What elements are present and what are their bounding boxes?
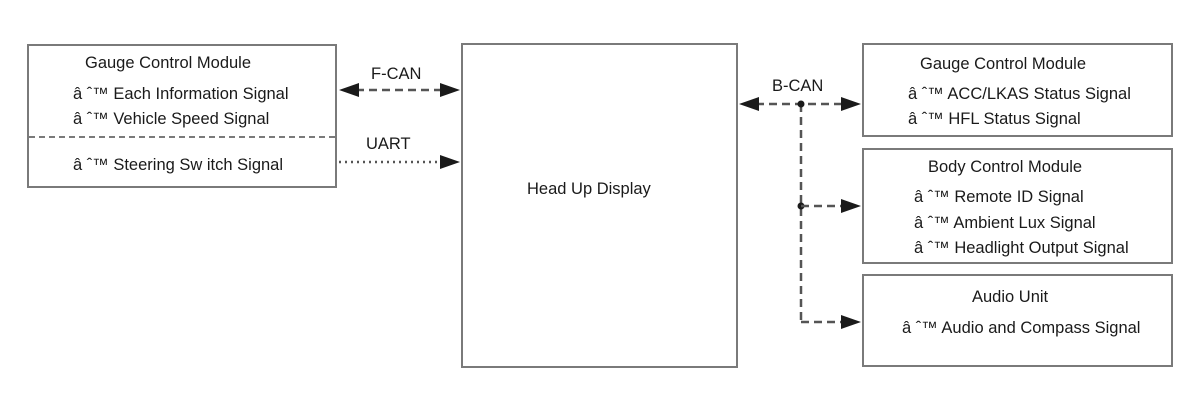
right-signal-acc-lkas: â ˆ™ ACC/LKAS Status Signal [908,85,1131,103]
right-gauge-control-module: Gauge Control Module â ˆ™ ACC/LKAS Statu… [862,43,1173,137]
body-signal-headlight-output: â ˆ™ Headlight Output Signal [914,239,1129,257]
body-control-title: Body Control Module [928,158,1083,176]
head-up-display-title: Head Up Display [527,180,651,198]
audio-unit: Audio Unit â ˆ™ Audio and Compass Signal [862,274,1173,367]
left-gauge-control-module: Gauge Control Module â ˆ™ Each Informati… [27,44,337,188]
body-signal-ambient-lux: â ˆ™ Ambient Lux Signal [914,214,1096,232]
audio-signal-compass: â ˆ™ Audio and Compass Signal [902,319,1141,337]
body-signal-remote-id: â ˆ™ Remote ID Signal [914,188,1084,206]
body-control-module: Body Control Module â ˆ™ Remote ID Signa… [862,148,1173,264]
fcan-arrow-left [339,83,359,97]
bcan-junction-top [797,100,805,108]
bcan-branch-audio-arrow [841,315,861,329]
fcan-arrow-right [440,83,460,97]
head-up-display-box: Head Up Display [461,43,738,368]
uart-label: UART [366,135,411,153]
uart-arrow-right [440,155,460,169]
bcan-arrow-right [841,97,861,111]
left-signal-steering-switch: â ˆ™ Steering Sw itch Signal [73,156,284,174]
right-gauge-title: Gauge Control Module [920,55,1087,73]
bcan-arrow-left [739,97,759,111]
fcan-label: F-CAN [371,65,422,83]
left-signal-each-information: â ˆ™ Each Information Signal [73,85,289,103]
left-gauge-title: Gauge Control Module [85,54,252,72]
bcan-label: B-CAN [772,77,824,95]
audio-unit-title: Audio Unit [972,288,1049,306]
left-signal-vehicle-speed: â ˆ™ Vehicle Speed Signal [73,110,270,128]
left-module-divider [29,136,335,138]
right-signal-hfl: â ˆ™ HFL Status Signal [908,110,1081,128]
bcan-branch-body-arrow [841,199,861,213]
